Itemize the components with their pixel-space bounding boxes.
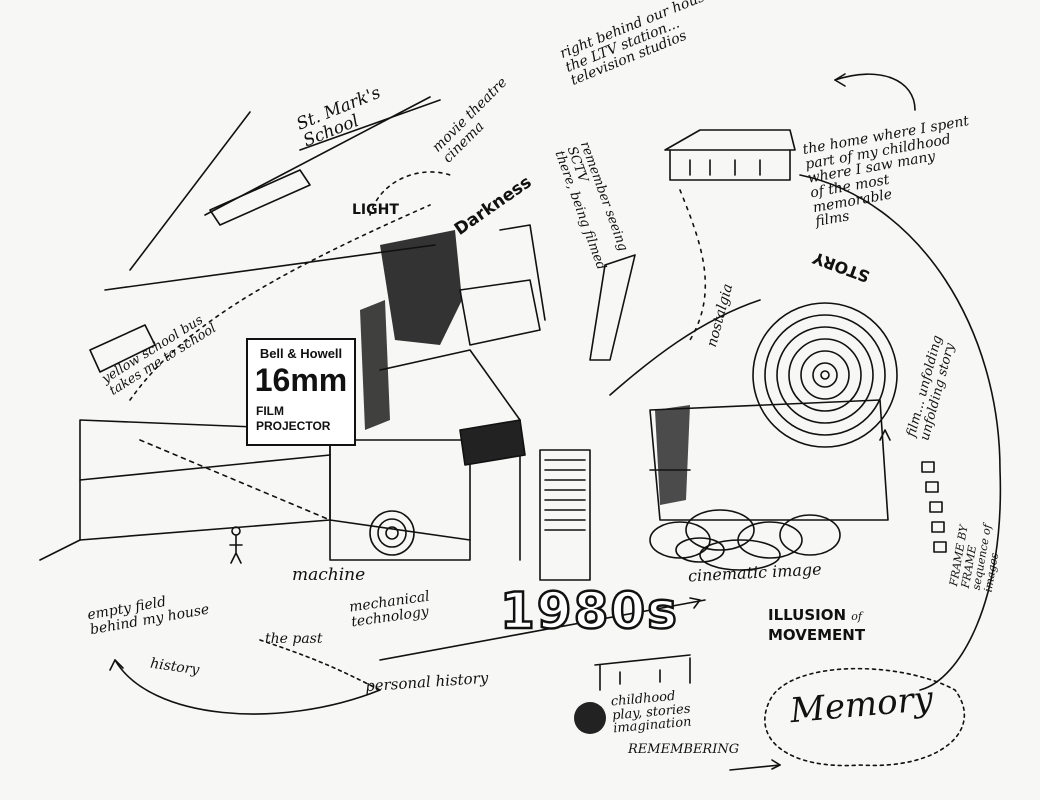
light-ray-line xyxy=(104,244,436,291)
school-sketch xyxy=(209,169,311,226)
childhood-label: childhood play, stories imagination xyxy=(610,688,693,737)
year-1980s: 1980s xyxy=(499,581,679,642)
outer-loop-line xyxy=(799,174,1002,691)
projector-line1: FILM xyxy=(256,404,284,418)
projector-badge: Bell & Howell 16mm FILM PROJECTOR xyxy=(246,338,356,446)
illusion-word: ILLUSION xyxy=(768,606,847,624)
house-sketch xyxy=(664,129,796,181)
projector-size: 16mm xyxy=(254,362,348,398)
film-tangle-scribble xyxy=(649,509,841,571)
memory-cloud xyxy=(764,667,966,767)
projector-line2: PROJECTOR xyxy=(256,419,331,433)
the-past-label: the past xyxy=(265,631,323,647)
top-arc-arrow xyxy=(834,73,916,111)
school-bus xyxy=(89,324,156,373)
projector-brand: Bell & Howell xyxy=(259,346,343,361)
small-figure xyxy=(229,534,243,564)
light-label: LIGHT xyxy=(352,202,399,218)
film-reel-spiral xyxy=(752,302,898,448)
dotted-trail xyxy=(129,204,431,401)
projector-body xyxy=(329,439,471,561)
illusion-label: ILLUSION of xyxy=(768,606,862,624)
of-word: of xyxy=(851,610,862,623)
movement-label: MOVEMENT xyxy=(768,626,866,644)
remembering-label: REMEMBERING xyxy=(628,742,740,757)
child-portrait xyxy=(574,702,606,734)
machine-label: machine xyxy=(292,565,366,585)
darkness-hatching xyxy=(360,230,690,505)
